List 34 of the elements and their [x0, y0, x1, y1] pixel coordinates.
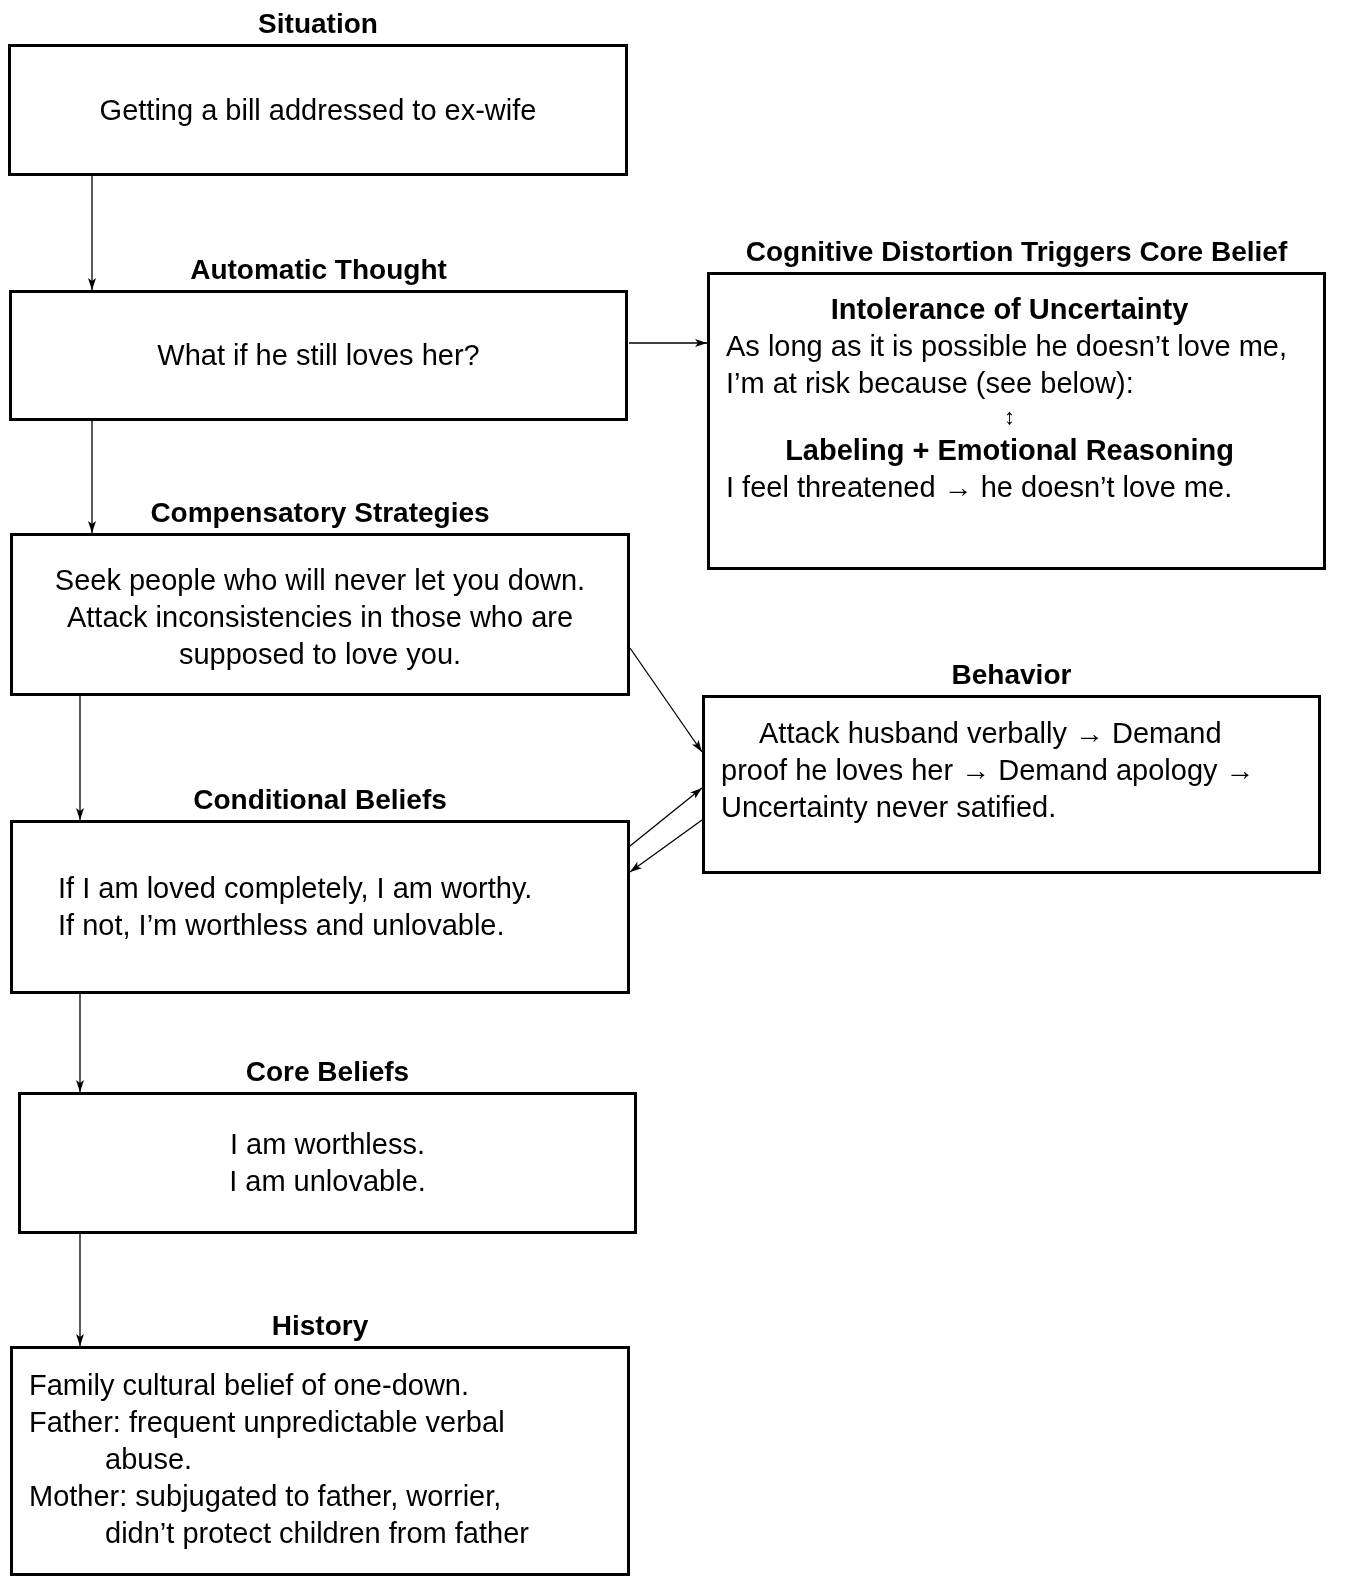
arrow [629, 787, 703, 847]
body-text: I am unlovable. [228, 1164, 427, 1199]
arrow [76, 1233, 84, 1347]
box-heading: Conditional Beliefs [193, 783, 447, 817]
subheading: Labeling + Emotional Reasoning [784, 433, 1235, 468]
body-text: If not, I’m worthless and unlovable. [58, 908, 506, 943]
body-text: If I am loved completely, I am worthy. [58, 871, 534, 906]
box-heading: Behavior [951, 658, 1072, 692]
arrow [88, 175, 96, 291]
double-arrow-symbol: ↕ [1003, 403, 1016, 431]
arrow [76, 993, 84, 1093]
body-text: Getting a bill addressed to ex-wife [98, 92, 538, 128]
body-text: I feel threatened → he doesn’t love me. [726, 470, 1234, 505]
subheading: Intolerance of Uncertainty [829, 292, 1190, 327]
arrow [629, 819, 703, 873]
arrow [628, 339, 708, 347]
body-text: As long as it is possible he doesn’t love me, I’m at risk because (see below): [726, 329, 1288, 401]
arrow [88, 420, 96, 534]
body-text: Seek people who will never let you down. [53, 563, 587, 598]
box-heading: Core Beliefs [245, 1055, 410, 1089]
box-heading: Automatic Thought [190, 253, 447, 287]
body-text: What if he still loves her? [156, 338, 481, 373]
body-text: Attack inconsistencies in those who are supposed to love you. [65, 600, 575, 672]
box-heading: Situation [258, 7, 378, 41]
body-text: Family cultural belief of one-down. [29, 1368, 471, 1403]
body-text: I am worthless. [229, 1127, 426, 1162]
box-heading: History [271, 1309, 369, 1343]
box-heading: Compensatory Strategies [150, 496, 490, 530]
body-text: Father: frequent unpredictable verbal abuse. [29, 1405, 506, 1477]
body-text: Mother: subjugated to father, worrier, didn’t protect children from father [29, 1479, 530, 1551]
box-heading: Cognitive Distortion Triggers Core Belief [745, 235, 1288, 269]
body-text: Attack husband verbally → Demand proof he loves her → Demand apology → Uncertainty never satified. [721, 716, 1256, 825]
arrow [629, 647, 703, 753]
arrow [76, 695, 84, 821]
